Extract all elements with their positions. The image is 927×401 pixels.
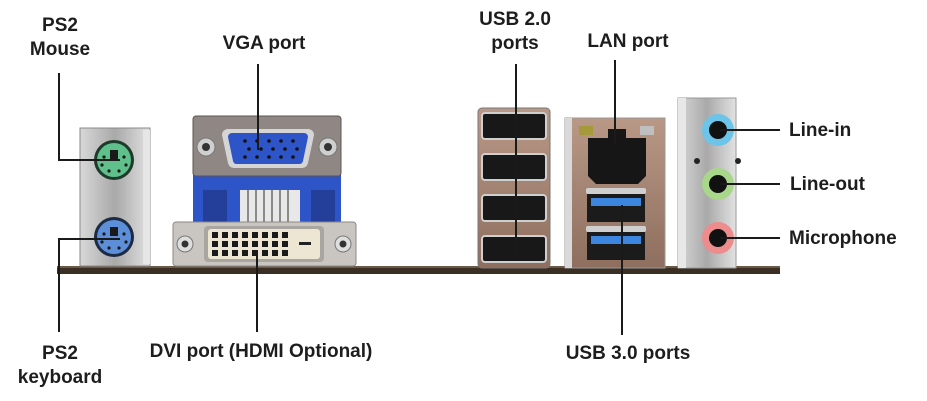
dvi-pin (262, 250, 268, 256)
line-in-leader (720, 129, 780, 131)
label-line-out: Line-out (790, 174, 865, 195)
usb3-leader (621, 205, 623, 335)
usb2-stack (477, 107, 551, 269)
dvi-pin (242, 241, 248, 247)
label-dvi: DVI port (HDMI Optional) (149, 341, 373, 362)
label-ps2-keyboard-line2: keyboard (17, 367, 103, 388)
usb2-leader (515, 64, 517, 254)
vga-dvi-block (172, 115, 357, 267)
label-usb2: USB 2.0 ports (479, 8, 551, 56)
dvi-pin (242, 232, 248, 238)
dvi-pin (282, 250, 288, 256)
ps2-mouse-leader-v (58, 73, 60, 161)
label-lan: LAN port (587, 31, 669, 52)
dvi-pin (232, 232, 238, 238)
label-microphone: Microphone (789, 228, 897, 249)
ps2-keyboard-leader-h (58, 238, 120, 240)
dvi-pin (282, 232, 288, 238)
dvi-pin (262, 241, 268, 247)
dvi-pin (212, 241, 218, 247)
label-line-in: Line-in (789, 120, 852, 141)
label-usb2-line1: USB 2.0 (479, 9, 551, 30)
label-usb3: USB 3.0 ports (565, 343, 691, 364)
label-usb2-line2: ports (491, 33, 539, 54)
dvi-pin (272, 232, 278, 238)
microphone-leader (720, 237, 780, 239)
dvi-pin (212, 250, 218, 256)
dvi-pin (242, 250, 248, 256)
vga-leader (257, 64, 259, 150)
line-out-jack (702, 168, 734, 200)
dvi-pin (272, 241, 278, 247)
dvi-pin (232, 241, 238, 247)
dvi-pin (222, 250, 228, 256)
label-ps2-mouse: PS2 Mouse (30, 14, 90, 62)
microphone-jack (702, 222, 734, 254)
dvi-pin (232, 250, 238, 256)
label-ps2-keyboard: PS2 keyboard (18, 342, 102, 390)
line-in-jack (702, 114, 734, 146)
dvi-pin (222, 241, 228, 247)
dvi-port (172, 221, 357, 267)
vga-port (192, 115, 342, 177)
ps2-block (79, 127, 151, 267)
ps2-keyboard-port (94, 217, 134, 257)
ps2-mouse-leader-h (58, 159, 120, 161)
dvi-pin (252, 250, 258, 256)
label-vga: VGA port (222, 33, 306, 54)
dvi-pin (212, 232, 218, 238)
label-ps2-mouse-line2: Mouse (29, 39, 91, 60)
dvi-pin (252, 232, 258, 238)
dvi-pin (262, 232, 268, 238)
lan-leader (614, 60, 616, 144)
dvi-pin (222, 232, 228, 238)
label-ps2-keyboard-line1: PS2 (42, 343, 78, 364)
label-ps2-mouse-line1: PS2 (42, 15, 78, 36)
dvi-pin (282, 241, 288, 247)
pcb-strip (57, 266, 780, 274)
dvi-leader (256, 252, 258, 332)
dvi-pin (252, 241, 258, 247)
ps2-keyboard-leader-v (58, 238, 60, 332)
dvi-pin (272, 250, 278, 256)
line-out-leader (720, 183, 780, 185)
lan-port (588, 138, 646, 184)
